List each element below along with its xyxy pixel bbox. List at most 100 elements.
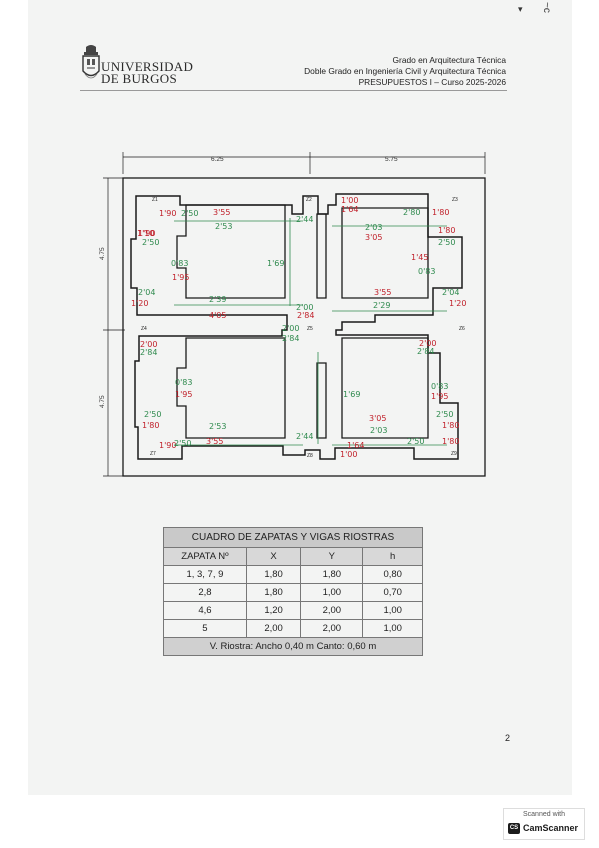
plan-annotation: 2'44 (296, 215, 313, 224)
plan-annotation: 2'50 (181, 209, 198, 218)
plan-annotation: 0'83 (171, 259, 188, 268)
cell-zapata: 2,8 (163, 583, 247, 602)
edge-mark: ▾ (518, 4, 523, 14)
plan-annotation: 2'44 (296, 432, 313, 441)
plan-annotation: 2'39 (209, 295, 226, 304)
cell-zapata: 1, 3, 7, 9 (163, 565, 247, 584)
plan-annotation: 1'20 (131, 299, 148, 308)
plan-annotation: 2'80 (403, 208, 420, 217)
plan-annotation: 1'90 (138, 229, 155, 238)
cell-x: 1,20 (245, 601, 302, 620)
plan-annotation: 1'00 (340, 450, 357, 459)
footer-label: V. Riostra: (209, 641, 254, 652)
camscanner-logo-icon: CS (508, 823, 520, 834)
column-header-h: h (362, 547, 423, 566)
column-header-y: Y (300, 547, 364, 566)
cell-x: 2,00 (245, 619, 302, 638)
plan-annotation: 3'05 (369, 414, 386, 423)
dim-top-left: 6.25 (211, 156, 224, 163)
plan-annotation: 1'45 (411, 253, 428, 262)
plan-annotation: 2'53 (209, 422, 226, 431)
table-row: 5 2,00 2,00 1,00 (163, 619, 423, 638)
plan-annotation: 2'00 (296, 303, 313, 312)
plan-annotation: 2'50 (438, 238, 455, 247)
plan-annotation: 1'80 (442, 421, 459, 430)
plan-annotation: 2'84 (282, 334, 299, 343)
plan-annotation: 2'50 (407, 437, 424, 446)
zapata-label: Z5 (307, 326, 313, 332)
plan-annotation: 1'64 (341, 205, 358, 214)
plan-annotation: 1'90 (159, 209, 176, 218)
university-crest-icon (82, 45, 100, 79)
zapata-label: Z8 (307, 453, 313, 459)
plan-annotation: 2'00 (282, 324, 299, 333)
plan-annotation: 2'04 (138, 288, 155, 297)
cell-h: 0,70 (362, 583, 423, 602)
header-degree-line: Grado en Arquitectura Técnica (392, 55, 506, 65)
cell-zapata: 5 (163, 619, 247, 638)
plan-annotation: 1'80 (442, 437, 459, 446)
plan-annotation: 2'00 (419, 339, 436, 348)
plan-annotation: 1'80 (142, 421, 159, 430)
table-title: CUADRO DE ZAPATAS Y VIGAS RIOSTRAS (163, 527, 423, 548)
plan-annotation: 1'95 (172, 273, 189, 282)
zapata-label: Z1 (152, 197, 158, 203)
edge-mark: ~c (541, 2, 552, 13)
zapata-label: Z9 (451, 451, 457, 457)
plan-annotation: 0'83 (431, 382, 448, 391)
plan-annotation: 2'03 (370, 426, 387, 435)
header-divider (80, 90, 507, 91)
university-name-line1: UNIVERSIDAD (101, 59, 194, 74)
plan-annotation: 4'05 (209, 311, 226, 320)
table-row: 1, 3, 7, 9 1,80 1,80 0,80 (163, 565, 423, 584)
plan-annotation: 3'55 (206, 437, 223, 446)
scanner-caption: Scanned with (522, 811, 566, 818)
plan-annotation: 2'04 (442, 288, 459, 297)
plan-annotation: 2'29 (373, 301, 390, 310)
header-course-line: PRESUPUESTOS I – Curso 2025-2026 (358, 77, 506, 87)
cell-h: 0,80 (362, 565, 423, 584)
scanner-name: CamScanner (523, 823, 579, 833)
header-double-degree-line: Doble Grado en Ingeniería Civil y Arquit… (304, 66, 506, 76)
plan-annotation: 2'50 (436, 410, 453, 419)
zapata-label: Z6 (459, 326, 465, 332)
table-row: 2,8 1,80 1,00 0,70 (163, 583, 423, 602)
plan-annotation: 3'55 (213, 208, 230, 217)
plan-annotation: 2'03 (365, 223, 382, 232)
plan-annotation: 1'69 (267, 259, 284, 268)
plan-annotation: 1'00 (341, 196, 358, 205)
plan-annotation: 2'84 (140, 348, 157, 357)
cell-x: 1,80 (245, 583, 302, 602)
dim-left-bottom: 4.75 (99, 395, 106, 408)
plan-annotation: 2'50 (174, 439, 191, 448)
plan-annotation: 2'50 (144, 410, 161, 419)
table-footer: V. Riostra: Ancho 0,40 m Canto: 0,60 m (163, 637, 423, 656)
plan-annotation: 2'53 (215, 222, 232, 231)
plan-annotation: 2'84 (417, 347, 434, 356)
footer-value: Ancho 0,40 m Canto: 0,60 m (255, 641, 377, 652)
cell-zapata: 4,6 (163, 601, 247, 620)
plan-annotation: 1'64 (347, 441, 364, 450)
cell-h: 1,00 (362, 619, 423, 638)
plan-annotation: 1'95 (175, 390, 192, 399)
zapata-label: Z2 (306, 197, 312, 203)
plan-annotation: 3'05 (365, 233, 382, 242)
plan-annotation: 2'50 (142, 238, 159, 247)
plan-annotation: 1'10 (137, 229, 154, 238)
cell-x: 1,80 (245, 565, 302, 584)
table-row: 4,6 1,20 2,00 1,00 (163, 601, 423, 620)
plan-annotation: 0'83 (175, 378, 192, 387)
camscanner-badge: Scanned with CS CamScanner (503, 808, 585, 840)
page-number: 2 (505, 733, 511, 743)
plan-annotation: 3'55 (374, 288, 391, 297)
zapata-label: Z7 (150, 451, 156, 457)
university-name-line2: DE BURGOS (101, 71, 178, 86)
cell-y: 1,80 (300, 565, 364, 584)
plan-annotation: 1'69 (343, 390, 360, 399)
plan-annotation: 1'80 (438, 226, 455, 235)
paper-sheet (28, 0, 572, 795)
dim-top-right: 5.75 (385, 156, 398, 163)
zapatas-table: CUADRO DE ZAPATAS Y VIGAS RIOSTRAS ZAPAT… (163, 527, 423, 656)
cell-y: 2,00 (300, 619, 364, 638)
